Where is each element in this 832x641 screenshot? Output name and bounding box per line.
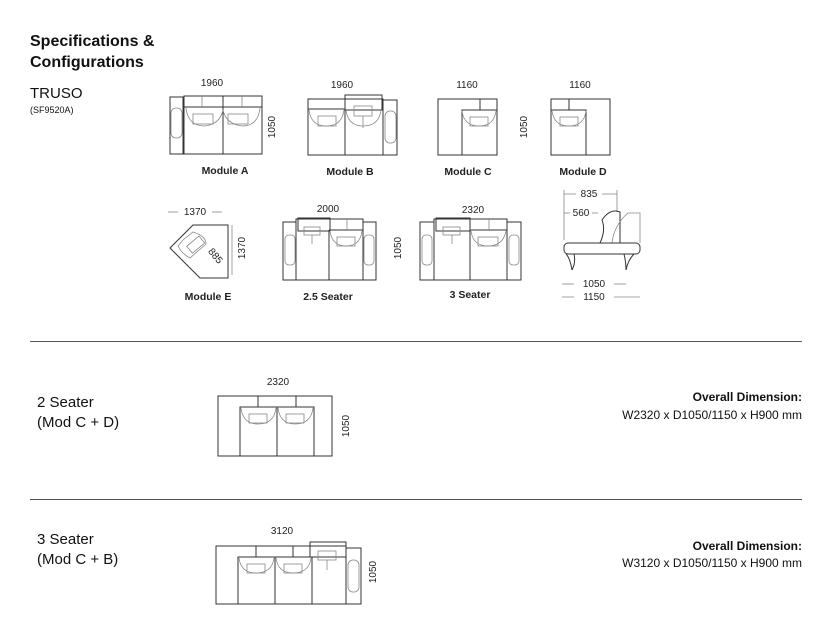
module-d-width: 1160: [569, 80, 591, 91]
page-title-line2: Configurations: [30, 54, 144, 71]
module-e-depth: 1370: [237, 236, 248, 259]
module-a-width: 1960: [201, 78, 224, 89]
module-a-drawing: [169, 95, 263, 155]
overall-dimension-value: W2320 x D1050/1150 x H900 mm: [622, 408, 802, 422]
product-code: (SF9520A): [30, 105, 74, 115]
module-b-label: Module B: [326, 166, 374, 178]
side-view-drawing: [562, 190, 641, 298]
config-title: 3 Seater: [37, 531, 94, 548]
module-c-width: 1160: [456, 80, 478, 91]
overall-dimension-value: W3120 x D1050/1150 x H900 mm: [622, 556, 802, 570]
module-d-drawing: [550, 98, 611, 156]
overall-dimension-label: Overall Dimension:: [692, 539, 802, 553]
divider: [30, 341, 802, 342]
three-seater-label: 3 Seater: [450, 289, 491, 301]
module-b-width: 1960: [331, 80, 354, 91]
two-half-seater-label: 2.5 Seater: [303, 291, 353, 303]
two-half-seater-drawing: [282, 217, 377, 281]
side-view-top: 835: [581, 189, 598, 200]
overall-dimension-label: Overall Dimension:: [692, 390, 802, 404]
config-title: 2 Seater: [37, 394, 94, 411]
config-3-seater-drawing: [215, 541, 362, 605]
three-seater-width: 2320: [462, 205, 485, 216]
config-2-width: 2320: [267, 377, 290, 388]
side-view-overall: 1150: [583, 292, 605, 303]
module-c-drawing: [437, 98, 498, 156]
module-c-label: Module C: [444, 166, 492, 178]
config-subtitle: (Mod C + B): [37, 551, 119, 568]
config-3-width: 3120: [271, 526, 294, 537]
side-view-back: 560: [573, 208, 590, 219]
divider: [30, 499, 802, 500]
page-title-line1: Specifications &: [30, 33, 155, 50]
side-view-seat: 1050: [583, 279, 606, 290]
three-seater-drawing: [419, 217, 522, 281]
product-name: TRUSO: [30, 85, 83, 102]
module-e-drawing: [168, 211, 233, 279]
config-3-depth: 1050: [368, 560, 379, 583]
config-subtitle: (Mod C + D): [37, 414, 120, 431]
config-2-depth: 1050: [341, 414, 352, 437]
module-e-inner: 885: [205, 246, 224, 266]
two-half-seater-width: 2000: [317, 204, 340, 215]
module-e-label: Module E: [185, 291, 232, 303]
module-a-depth: 1050: [267, 115, 278, 138]
seater-depth: 1050: [393, 236, 404, 259]
module-e-width: 1370: [184, 207, 207, 218]
module-b-drawing: [307, 94, 398, 156]
module-a-label: Module A: [202, 165, 249, 177]
config-2-seater-drawing: [217, 395, 333, 457]
module-c-depth: 1050: [519, 115, 530, 138]
module-d-label: Module D: [559, 166, 607, 178]
